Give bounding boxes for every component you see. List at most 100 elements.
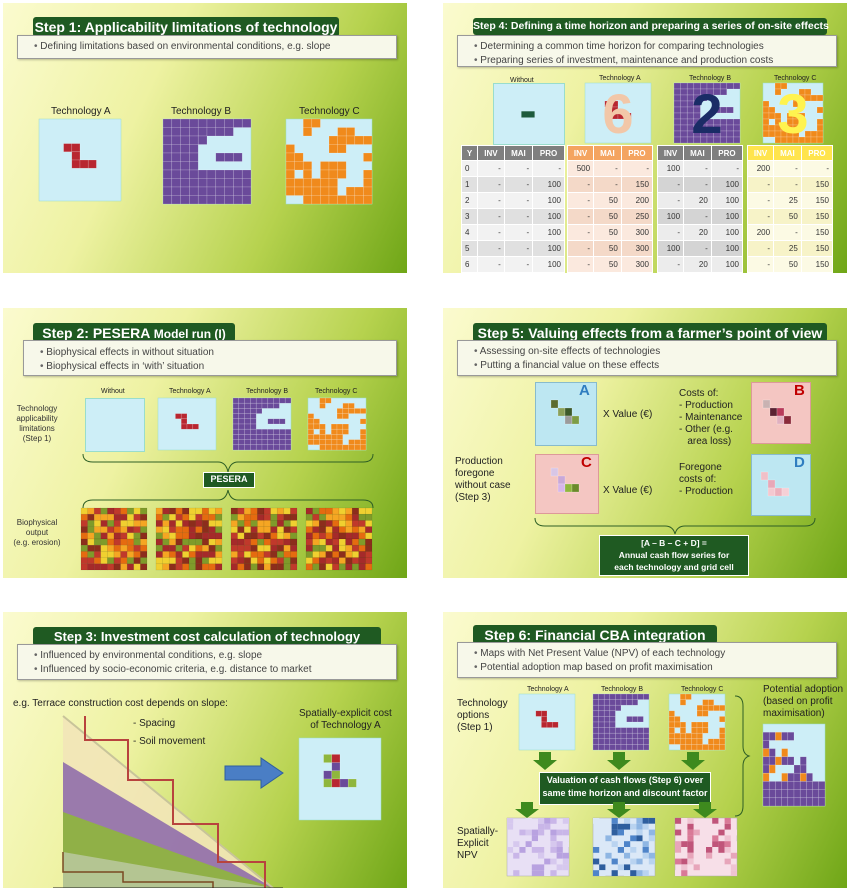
map-cell — [347, 778, 357, 788]
map-cell — [643, 744, 650, 751]
npv-cell — [513, 870, 520, 876]
map-cell — [313, 439, 320, 446]
erosion-cell — [276, 513, 285, 521]
map-cell — [643, 732, 650, 740]
map-cell — [320, 178, 330, 188]
pf-line: foregone — [455, 468, 495, 479]
erosion-cell — [107, 526, 115, 534]
map-cell — [261, 439, 269, 446]
map-cell — [775, 797, 782, 807]
map-cell — [302, 195, 313, 205]
map-cell — [328, 135, 338, 145]
erosion-cell — [358, 507, 366, 515]
map-cell — [674, 716, 681, 723]
erosion-cell — [263, 532, 271, 540]
npv-cell — [675, 818, 682, 824]
map-cell — [793, 772, 801, 782]
step5-bullet-1: Assessing on-site effects of technologie… — [474, 346, 836, 357]
map-cell — [197, 178, 208, 188]
step2-bullets: Biophysical effects in without situation… — [23, 340, 397, 376]
npv-cell — [630, 870, 637, 876]
map-cell — [775, 781, 782, 790]
table-cell: 20 — [683, 256, 712, 273]
npv-cell — [636, 858, 643, 865]
npv-cell — [681, 870, 688, 876]
table-cell: 25 — [773, 240, 802, 257]
map-cell — [238, 439, 245, 446]
map-cell — [781, 731, 789, 741]
map-cell — [331, 770, 341, 780]
map-cell — [244, 402, 251, 409]
map-cell — [609, 704, 616, 712]
map-cell — [244, 423, 251, 430]
erosion-cell — [290, 544, 298, 552]
mini-cell — [781, 487, 790, 497]
map-cell — [337, 144, 347, 154]
map-cell — [787, 789, 795, 799]
erosion-cell — [276, 551, 285, 558]
erosion-cell — [318, 544, 327, 552]
erosion-cell — [345, 526, 353, 534]
npv-cell — [538, 818, 545, 824]
erosion-cell — [87, 557, 95, 565]
npv-cell — [730, 841, 737, 847]
map-cell — [615, 744, 622, 751]
erosion-cell — [358, 557, 366, 565]
map-cell — [319, 434, 326, 440]
npv-cell — [630, 847, 637, 853]
erosion-cell — [195, 544, 203, 552]
erosion-cell — [318, 551, 327, 558]
step5-panel: Step 5: Valuing effects from a farmer’s … — [443, 308, 847, 578]
erosion-cell — [318, 513, 327, 521]
map-cell — [232, 397, 240, 404]
table-row: --100 — [656, 176, 744, 193]
map-cell — [171, 161, 181, 171]
map-cell — [273, 444, 280, 451]
npv-cell — [724, 852, 731, 859]
map-cell — [255, 408, 263, 414]
map-cell — [726, 136, 734, 144]
map-cell — [320, 186, 330, 196]
map-cell — [620, 738, 627, 745]
step6-title: Step 6: Financial CBA integration — [473, 625, 717, 644]
erosion-cell — [175, 513, 183, 521]
erosion-cell — [338, 513, 346, 521]
erosion-cell — [312, 526, 320, 534]
result-line: Spatially-explicit cost — [299, 708, 392, 719]
map-cell — [273, 397, 280, 404]
step2-map-c — [307, 397, 367, 451]
step4-map-c — [762, 82, 824, 144]
erosion-cell — [276, 557, 285, 565]
map-cell — [337, 161, 347, 171]
map-cell — [273, 428, 280, 435]
step4-map-b — [673, 82, 741, 144]
step3-title: Step 3: Investment cost calculation of t… — [33, 627, 381, 646]
map-cell — [197, 118, 208, 128]
erosion-cell — [162, 520, 170, 527]
table-cell: 150 — [800, 256, 834, 273]
npv-cell — [630, 829, 637, 836]
map-cell — [643, 727, 650, 734]
map-cell — [307, 413, 315, 420]
npv-cell — [507, 823, 514, 830]
erosion-cell — [188, 551, 196, 558]
npv-cell — [730, 852, 737, 859]
map-cell — [285, 178, 295, 188]
map-cell — [598, 721, 605, 728]
map-cell — [180, 178, 190, 188]
table-cell: 300 — [620, 240, 654, 257]
map-cell — [232, 434, 240, 440]
npv-cell — [519, 829, 526, 836]
erosion-cell — [168, 538, 177, 546]
map-cell — [171, 186, 181, 196]
npv-cell — [630, 858, 637, 865]
erosion-cell — [237, 544, 245, 552]
erosion-cell — [87, 563, 95, 571]
map-cell — [626, 732, 633, 740]
map-cell — [284, 397, 292, 404]
map-cell — [180, 135, 190, 145]
erosion-cell — [208, 507, 216, 515]
map-cell — [294, 152, 304, 162]
map-cell — [787, 797, 795, 807]
